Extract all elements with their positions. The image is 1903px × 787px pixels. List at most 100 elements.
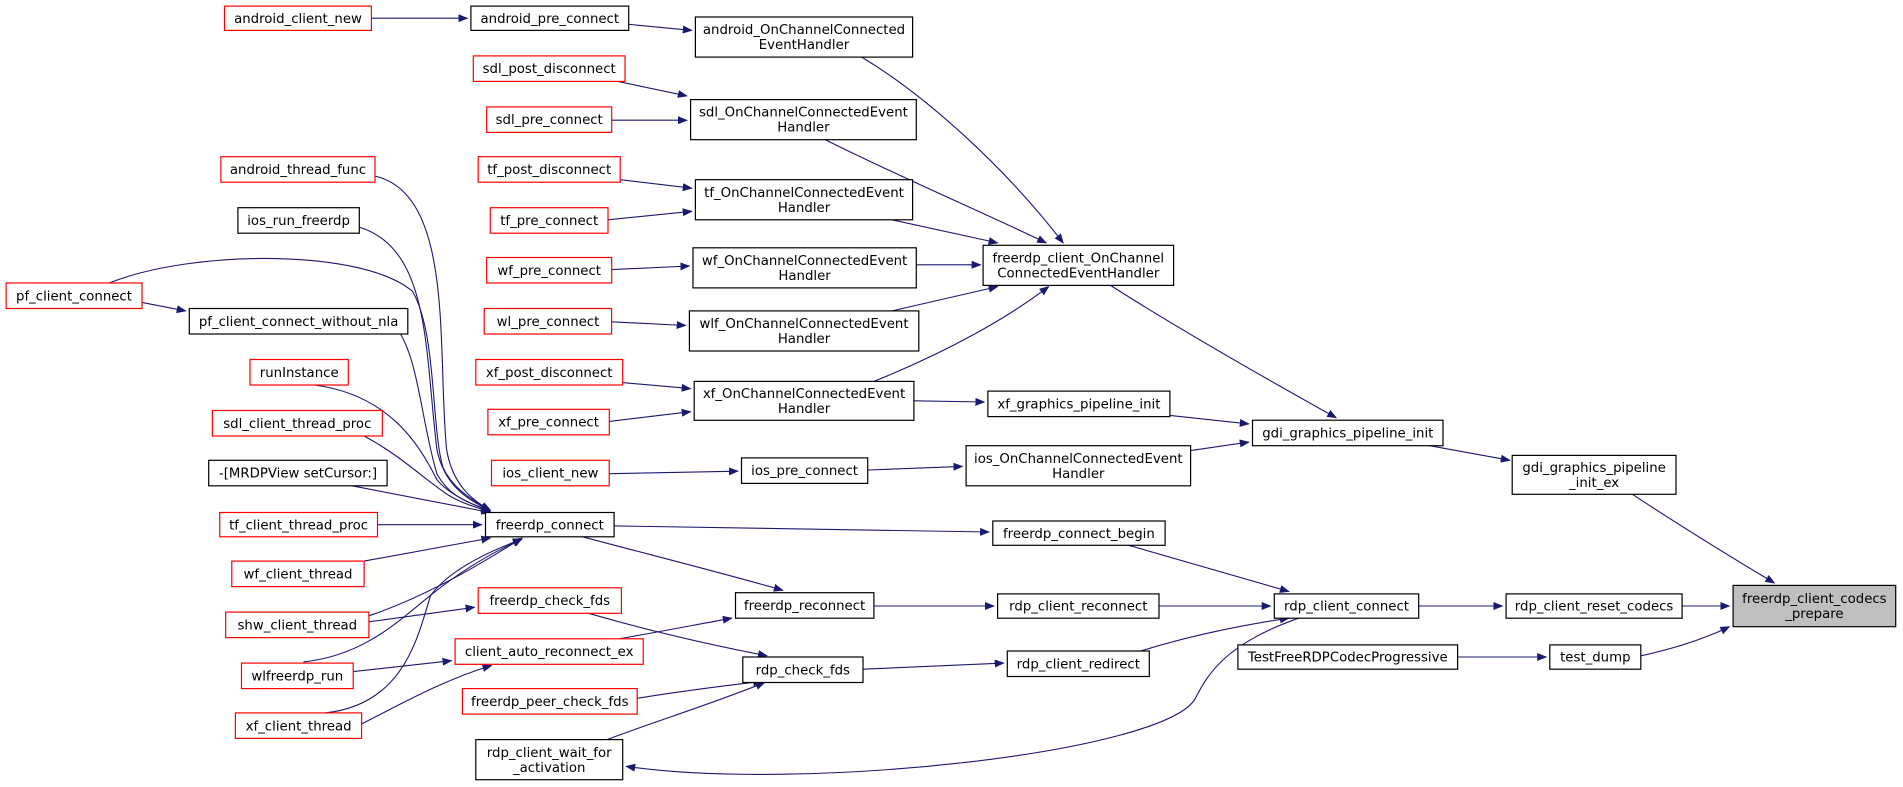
- node-freerdp-reconnect[interactable]: freerdp_reconnect: [734, 592, 875, 619]
- node-xf-post[interactable]: xf_post_disconnect: [475, 358, 624, 386]
- edge-path: [609, 467, 739, 476]
- node-box: [489, 207, 609, 234]
- edge-freerdp_connect-to-connect_begin: [614, 525, 991, 536]
- node-shw-thread[interactable]: shw_client_thread: [225, 611, 370, 639]
- node-auto-reconnect[interactable]: client_auto_reconnect_ex: [454, 638, 644, 665]
- node-freerdp-connect[interactable]: freerdp_connect: [484, 511, 615, 538]
- node-check-fds[interactable]: rdp_check_fds: [742, 656, 864, 684]
- node-box: [477, 156, 621, 183]
- node-android-thread[interactable]: android_thread_func: [220, 156, 376, 183]
- edge-xf_chan-to-xf_gpi: [913, 397, 986, 406]
- node-fcp-chan[interactable]: freerdp_client_OnChannelConnectedEventHa…: [982, 244, 1175, 287]
- node-wf-thread[interactable]: wf_client_thread: [231, 560, 365, 588]
- edge-gdi_init_ex-to-root: [1632, 493, 1776, 584]
- edge-run_instance-to-freerdp_connect: [314, 384, 492, 512]
- edge-tf_post-to-tf_chan: [620, 179, 693, 192]
- edge-check_fds-to-client_redirect: [862, 659, 1005, 670]
- node-client-reconnect[interactable]: rdp_client_reconnect: [996, 593, 1160, 619]
- node-check-fds-pub[interactable]: freerdp_check_fds: [477, 587, 623, 614]
- node-label: wlf_OnChannelConnectedEvent: [699, 317, 908, 332]
- node-box: [486, 106, 613, 134]
- node-tf-thread[interactable]: tf_client_thread_proc: [219, 511, 379, 538]
- node-gdi-init[interactable]: gdi_graphics_pipeline_init: [1251, 419, 1444, 447]
- node-wf-pre[interactable]: wf_pre_connect: [486, 256, 613, 284]
- node-wl-pre[interactable]: wl_pre_connect: [483, 307, 613, 335]
- edge-path: [913, 397, 986, 406]
- edge-path: [1169, 414, 1250, 427]
- edge-tf_chan-to-fcp_chan: [891, 219, 999, 245]
- node-label: ios_OnChannelConnectedEvent: [974, 452, 1183, 467]
- node-codec-prog[interactable]: TestFreeRDPCodecProgressive: [1237, 644, 1459, 670]
- node-label: Handler: [778, 402, 831, 417]
- edge-freerdp_connect-to-freerdp_reconnect: [582, 536, 784, 592]
- edge-path: [825, 139, 1048, 244]
- node-root[interactable]: freerdp_client_codecs_prepare: [1732, 584, 1897, 628]
- node-label: android_thread_func: [230, 163, 366, 178]
- node-gdi-init-ex[interactable]: gdi_graphics_pipeline_init_ex: [1511, 454, 1677, 495]
- node-box: [490, 459, 610, 487]
- node-xf-gpi[interactable]: xf_graphics_pipeline_init: [987, 390, 1171, 418]
- edge-ios_new-to-ios_pre: [609, 467, 739, 476]
- node-run-instance[interactable]: runInstance: [249, 358, 349, 386]
- node-xf-pre[interactable]: xf_pre_connect: [487, 408, 610, 436]
- node-tf-pre[interactable]: tf_pre_connect: [489, 207, 609, 234]
- edge-ios_pre-to-ios_chan: [867, 462, 964, 471]
- edge-path: [614, 525, 991, 536]
- edge-path: [363, 435, 492, 514]
- node-label: wlfreerdp_run: [251, 670, 343, 685]
- node-box: [996, 593, 1160, 619]
- node-box: [694, 16, 914, 58]
- node-box: [1505, 593, 1683, 619]
- edge-ios_chan-to-gdi_init: [1190, 439, 1250, 452]
- node-label: freerdp_client_OnChannel: [992, 252, 1164, 267]
- edge-xf_chan-to-fcp_chan: [873, 285, 1050, 382]
- node-label: pf_client_connect: [16, 289, 132, 304]
- node-sdl-thread[interactable]: sdl_client_thread_proc: [211, 409, 383, 437]
- node-client-connect[interactable]: rdp_client_connect: [1273, 593, 1420, 619]
- node-label: rdp_client_wait_for: [487, 746, 612, 761]
- node-wlfreerdp-run[interactable]: wlfreerdp_run: [240, 662, 354, 690]
- node-label: _activation: [512, 761, 586, 776]
- node-ios-run[interactable]: ios_run_freerdp: [237, 207, 360, 234]
- edge-path: [351, 485, 492, 515]
- node-client-redirect[interactable]: rdp_client_redirect: [1006, 650, 1150, 678]
- node-tf-post[interactable]: tf_post_disconnect: [477, 156, 621, 183]
- edge-xf_gpi-to-gdi_init: [1169, 414, 1250, 427]
- node-xf-thread[interactable]: xf_client_thread: [234, 712, 363, 740]
- edge-path: [374, 175, 492, 511]
- node-box: [225, 611, 370, 639]
- node-pf-connect[interactable]: pf_client_connect: [5, 282, 143, 310]
- edge-wait_activation-to-check_fds: [606, 682, 766, 741]
- node-android-new[interactable]: android_client_new: [223, 5, 372, 31]
- node-sdl-post[interactable]: sdl_post_disconnect: [472, 55, 626, 83]
- node-connect-begin[interactable]: freerdp_connect_begin: [992, 520, 1166, 546]
- node-test-dump[interactable]: test_dump: [1549, 644, 1642, 670]
- node-box: [472, 55, 626, 83]
- node-ios-pre[interactable]: ios_pre_connect: [740, 457, 869, 484]
- node-mrdp[interactable]: -[MRDPView setCursor:]: [208, 459, 388, 487]
- edge-path: [1110, 284, 1338, 419]
- node-sdl-pre[interactable]: sdl_pre_connect: [486, 106, 613, 134]
- node-ios-new[interactable]: ios_client_new: [490, 459, 610, 487]
- node-pf-nla[interactable]: pf_client_connect_without_nla: [188, 307, 409, 335]
- node-label: sdl_client_thread_proc: [223, 417, 371, 432]
- node-label: rdp_client_connect: [1284, 600, 1409, 615]
- node-label: xf_client_thread: [246, 719, 352, 734]
- node-label: ios_pre_connect: [751, 464, 858, 479]
- node-wait-activation[interactable]: rdp_client_wait_for_activation: [475, 738, 624, 781]
- edge-path: [1190, 439, 1250, 452]
- node-box: [688, 310, 920, 352]
- node-box: [1273, 593, 1420, 619]
- node-box: [1549, 644, 1642, 670]
- node-android-pre[interactable]: android_pre_connect: [470, 5, 630, 31]
- node-peer-check[interactable]: freerdp_peer_check_fds: [461, 687, 638, 715]
- node-reset-codecs[interactable]: rdp_client_reset_codecs: [1505, 593, 1683, 619]
